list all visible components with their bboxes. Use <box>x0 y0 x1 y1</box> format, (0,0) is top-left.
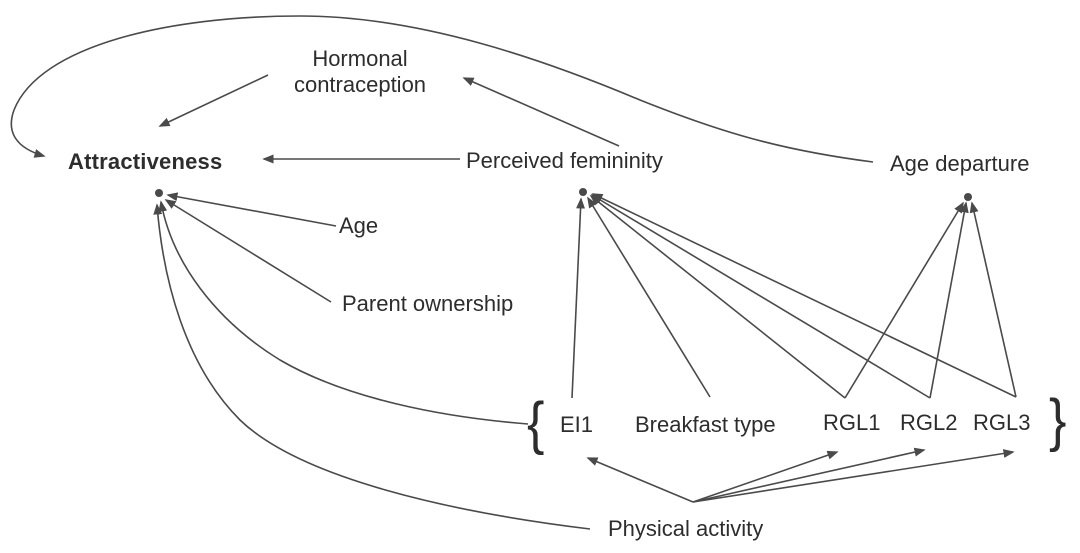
node-hormonal-contraception: Hormonal contraception <box>293 46 427 97</box>
node-rgl3: RGL3 <box>973 410 1031 435</box>
edge-physical-activity-to-ei1 <box>586 457 694 503</box>
right-brace: } <box>1048 388 1067 453</box>
edge-rgl1-to-perceived-femininity <box>589 194 846 399</box>
edge-age-departure-to-attractiveness <box>10 15 874 163</box>
edge-rgl1-to-age-departure <box>844 201 964 399</box>
edge-physical-activity-to-rgl3 <box>692 449 1015 503</box>
attractiveness-junction-dot <box>155 189 163 197</box>
edge-rgl2-to-perceived-femininity <box>590 194 931 399</box>
edge-physical-activity-to-rgl1 <box>692 450 839 503</box>
edge-rgl3-to-perceived-femininity <box>591 193 1017 398</box>
left-brace: { <box>526 391 545 456</box>
edge-rgl3-to-age-departure <box>969 201 1017 398</box>
edge-rgl2-to-age-departure <box>929 201 969 399</box>
age-departure-junction-dot <box>964 193 972 201</box>
node-age-departure: Age departure <box>890 151 1030 176</box>
edge-breakfast-type-to-perceived-femininity <box>587 196 711 398</box>
edge-perceived-femininity-to-hormonal-contraception <box>462 77 620 147</box>
edge-physical-activity-to-attractiveness <box>153 203 591 530</box>
node-rgl2: RGL2 <box>900 410 958 435</box>
edge-braced-group-to-attractiveness <box>158 200 529 425</box>
node-ei1: EI1 <box>560 412 594 437</box>
perceived-femininity-junction-dot <box>579 188 587 196</box>
node-breakfast-type: Breakfast type <box>635 412 776 437</box>
node-parent-ownership: Parent ownership <box>342 291 514 316</box>
edge-age-to-attractiveness <box>166 192 337 227</box>
edge-physical-activity-to-rgl2 <box>692 447 926 503</box>
edge-parent-ownership-to-attractiveness <box>164 199 332 303</box>
node-perceived-femininity: Perceived femininity <box>466 148 663 173</box>
node-rgl1: RGL1 <box>823 410 881 435</box>
node-physical-activity: Physical activity <box>608 516 764 541</box>
edge-hormonal-contraception-to-attractiveness <box>158 74 269 127</box>
edge-ei1-to-perceived-femininity <box>571 197 586 399</box>
node-age: Age <box>339 213 379 238</box>
node-attractiveness: Attractiveness <box>68 149 223 174</box>
